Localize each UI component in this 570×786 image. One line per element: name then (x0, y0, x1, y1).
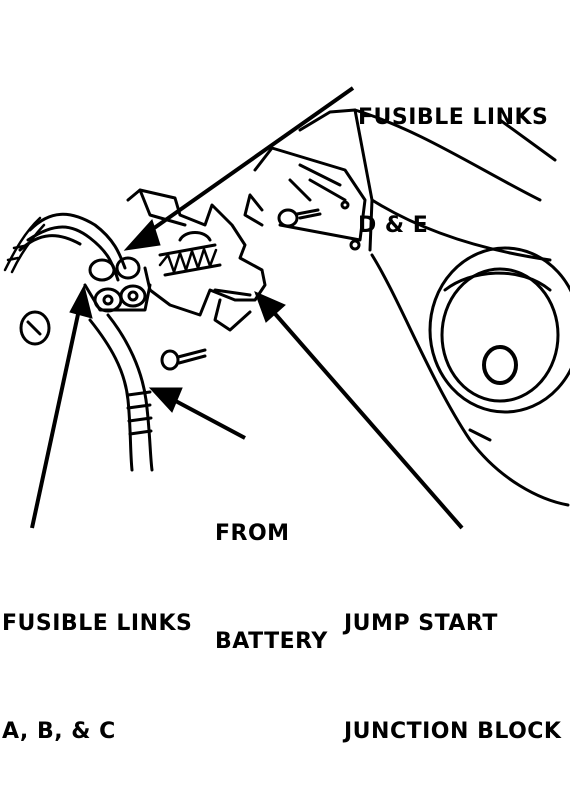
arrow-jump-start (254, 291, 464, 530)
bracket-bolt (277, 208, 322, 228)
wire-bundle (3, 216, 46, 274)
label-jump-start-junction-block: JUMP START JUNCTION BLOCK (344, 534, 561, 786)
callout-arrows (30, 86, 464, 530)
arrow-from-battery (148, 387, 246, 440)
battery-cable (88, 313, 154, 472)
label-fusible-links-abc-line1: FUSIBLE LINKS (2, 611, 193, 636)
arrow-fusible-links-de (123, 86, 355, 251)
label-fusible-links-de-line2: D & E (358, 213, 429, 238)
label-fusible-links-abc: FUSIBLE LINKS A, B, & C (2, 534, 192, 786)
label-from-battery-line1: FROM (215, 521, 290, 546)
ground-nut (19, 310, 51, 346)
round-component (428, 246, 570, 442)
terminal-coil (158, 247, 218, 274)
label-fusible-links-abc-line2: A, B, & C (2, 719, 116, 744)
mounting-bracket (243, 146, 367, 251)
label-jump-start-line1: JUMP START (344, 611, 498, 636)
fusible-links-abc-terminals (18, 212, 152, 313)
label-from-battery: FROM BATTERY (215, 444, 328, 696)
fender-panel (288, 108, 570, 507)
label-fusible-links-de-line1: FUSIBLE LINKS (358, 105, 549, 130)
label-jump-start-line2: JUNCTION BLOCK (344, 719, 562, 744)
label-fusible-links-de: FUSIBLE LINKS D & E (358, 28, 548, 280)
arrow-fusible-links-abc (30, 284, 93, 529)
label-from-battery-line2: BATTERY (215, 629, 328, 654)
engine-compartment-illustration (3, 86, 570, 530)
lower-bolt (160, 348, 207, 371)
